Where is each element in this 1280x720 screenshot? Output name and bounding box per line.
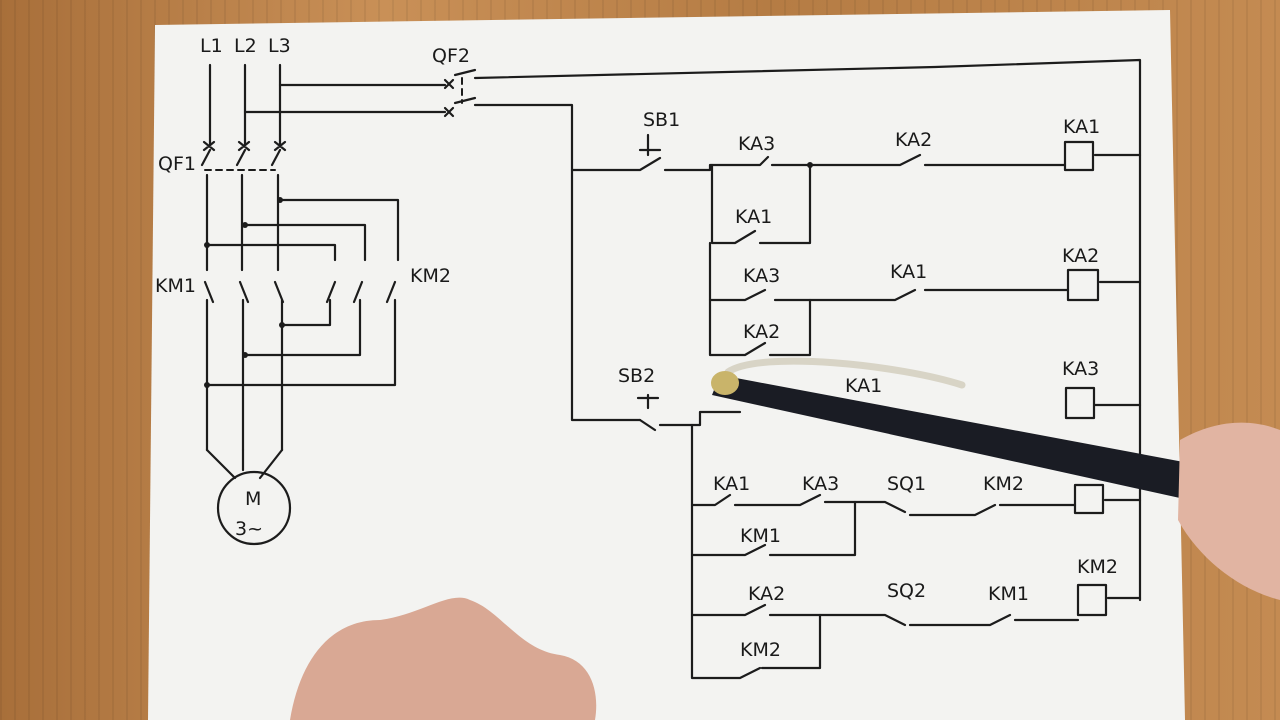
motor-phase-label: 3~ [235, 518, 263, 540]
hand-bottom [290, 597, 597, 720]
power-circuit [200, 63, 477, 546]
label-r8-ka2: KA2 [748, 583, 785, 605]
label-r6-ka3: KA3 [802, 473, 839, 495]
label-r3-ka1: KA1 [890, 261, 927, 283]
label-r2-ka1: KA1 [735, 206, 772, 228]
paper-sheet [148, 10, 1185, 720]
coil-ka3 [1064, 386, 1096, 420]
motor-label: M [245, 488, 261, 510]
label-r8-sq2: SQ2 [887, 580, 926, 602]
label-sb2: SB2 [618, 365, 655, 387]
label-coil-ka1: KA1 [1063, 116, 1100, 138]
coil-ka2 [1066, 268, 1100, 302]
hand-right [1178, 422, 1280, 600]
label-r6-km2: KM2 [983, 473, 1024, 495]
pen [711, 357, 1280, 520]
label-l3: L3 [268, 35, 291, 57]
label-r7-km1: KM1 [740, 525, 781, 547]
label-l2: L2 [234, 35, 257, 57]
label-r4-ka2: KA2 [743, 321, 780, 343]
label-r1-ka3: KA3 [738, 133, 775, 155]
label-r3-ka3: KA3 [743, 265, 780, 287]
control-circuit [473, 58, 1142, 680]
label-qf1: QF1 [158, 153, 196, 175]
label-r5-ka1: KA1 [845, 375, 882, 397]
label-km2-power: KM2 [410, 265, 451, 287]
coil-ka1 [1063, 140, 1095, 172]
label-coil-ka2: KA2 [1062, 245, 1099, 267]
coil-km1 [1073, 483, 1105, 515]
label-sb1: SB1 [643, 109, 680, 131]
label-r1-ka2: KA2 [895, 129, 932, 151]
labels: L1 L2 L3 QF1 QF2 KM1 KM2 M 3~ SB1 KA3 KA… [155, 35, 1118, 661]
coil-km2 [1076, 583, 1108, 617]
label-l1: L1 [200, 35, 223, 57]
label-r9-km2: KM2 [740, 639, 781, 661]
label-r8-km1: KM1 [988, 583, 1029, 605]
label-r6-ka1: KA1 [713, 473, 750, 495]
label-km1-power: KM1 [155, 275, 196, 297]
label-r6-sq1: SQ1 [887, 473, 926, 495]
label-coil-km2: KM2 [1077, 556, 1118, 578]
label-qf2: QF2 [432, 45, 470, 67]
label-coil-ka3: KA3 [1062, 358, 1099, 380]
motor-symbol [216, 470, 292, 546]
